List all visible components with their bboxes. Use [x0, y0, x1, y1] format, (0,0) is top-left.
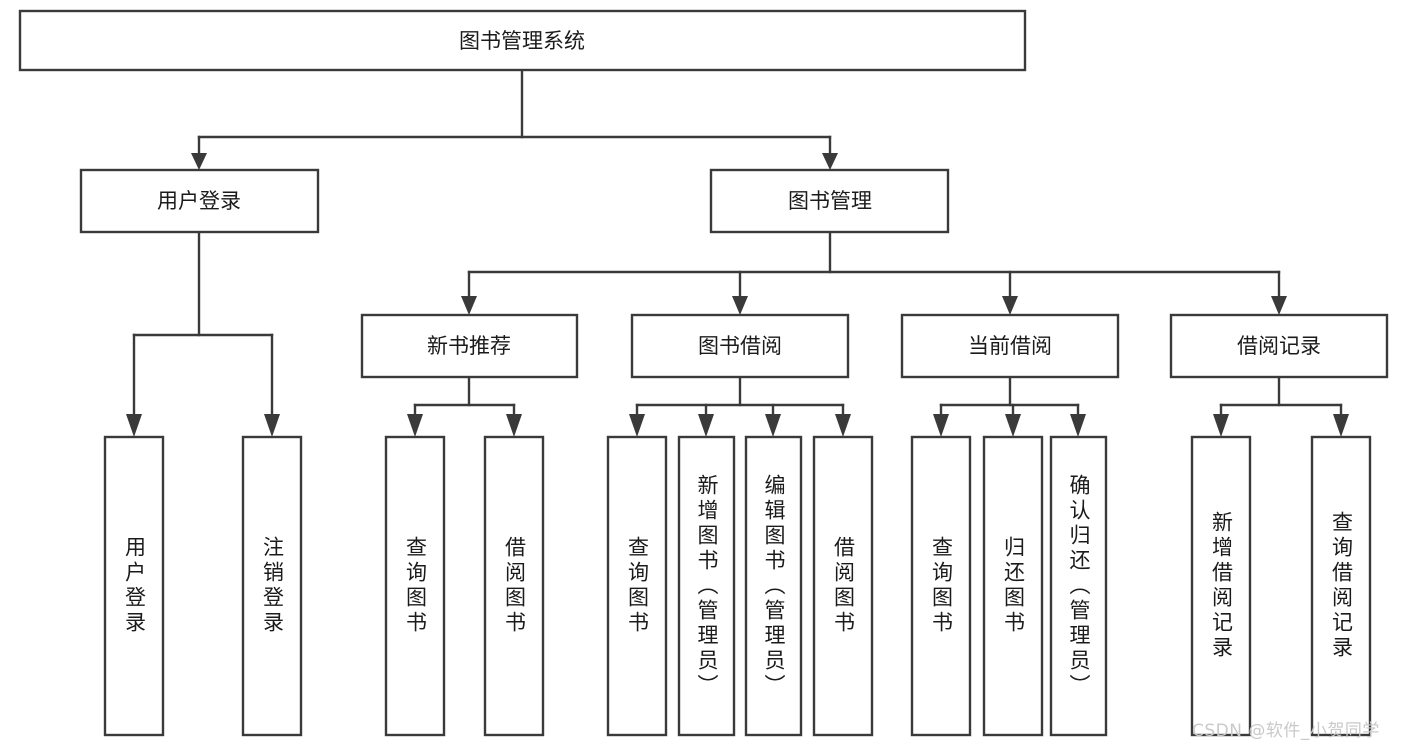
node-borrow-record-label: 借阅记录	[1237, 334, 1321, 358]
arrow-head-leaf-borrow-book-bw	[835, 414, 851, 437]
node-new-book-rec[interactable]: 新书推荐	[360, 313, 579, 379]
leaf-return-book-box[interactable]	[982, 435, 1044, 737]
leaf-query-book-cb-box[interactable]	[910, 435, 972, 737]
node-user-login-label: 用户登录	[157, 189, 241, 213]
node-user-login-box[interactable]	[79, 168, 320, 234]
node-current-borrow-label: 当前借阅	[968, 334, 1052, 358]
node-current-borrow[interactable]: 当前借阅	[900, 313, 1120, 379]
watermark: CSDN @软件_小贺同学	[1192, 721, 1380, 741]
leaf-query-borrow-rec-box[interactable]	[1310, 435, 1372, 737]
leaf-confirm-return-box[interactable]	[1049, 435, 1108, 737]
leaf-query-book-rec-box[interactable]	[384, 435, 446, 737]
node-root-label: 图书管理系统	[459, 29, 585, 53]
node-book-manage[interactable]: 图书管理	[709, 168, 950, 234]
arrow-head-book-manage	[822, 153, 838, 170]
node-new-book-rec-label: 新书推荐	[427, 334, 511, 358]
arrow-head-leaf-confirm-return	[1070, 414, 1086, 437]
node-book-borrow[interactable]: 图书借阅	[630, 313, 850, 379]
arrow-head-user-login	[191, 153, 207, 170]
arrow-head-leaf-borrow-book-rec	[506, 414, 522, 437]
node-book-borrow-label: 图书借阅	[698, 334, 782, 358]
leaf-rects-group	[103, 435, 1372, 737]
connectors-group	[126, 68, 1349, 437]
node-root[interactable]: 图书管理系统	[18, 9, 1027, 72]
leaf-query-book-bw-box[interactable]	[606, 435, 668, 737]
arrow-head-leaf-query-book-cb	[933, 414, 949, 437]
arrow-head-current-borrow	[1002, 296, 1018, 315]
arrow-head-leaf-query-book-rec	[407, 414, 423, 437]
node-root-box[interactable]	[18, 9, 1027, 72]
leaf-borrow-book-rec-box[interactable]	[483, 435, 545, 737]
leaf-edit-book-admin-box[interactable]	[744, 435, 803, 737]
node-borrow-record[interactable]: 借阅记录	[1169, 313, 1389, 379]
node-book-manage-label: 图书管理	[788, 189, 872, 213]
arrow-head-new-book-rec	[461, 296, 477, 315]
node-new-book-rec-box[interactable]	[360, 313, 579, 379]
node-user-login[interactable]: 用户登录	[79, 168, 320, 234]
leaf-add-borrow-rec-box[interactable]	[1190, 435, 1252, 737]
arrow-head-leaf-add-borrow-rec	[1213, 414, 1229, 437]
arrow-head-leaf-return-book	[1005, 414, 1021, 437]
arrow-head-borrow-record	[1271, 296, 1287, 315]
arrow-head-leaf-add-book-admin	[698, 414, 714, 437]
leaf-user-login-box[interactable]	[103, 435, 165, 737]
node-book-borrow-box[interactable]	[630, 313, 850, 379]
leaf-borrow-book-bw-box[interactable]	[812, 435, 874, 737]
arrow-head-leaf-edit-book-admin	[765, 414, 781, 437]
node-book-manage-box[interactable]	[709, 168, 950, 234]
arrow-head-book-borrow	[732, 296, 748, 315]
arrow-head-leaf-query-book-bw	[629, 414, 645, 437]
arrow-head-leaf-logout-login	[264, 414, 280, 437]
leaf-logout-login-box[interactable]	[241, 435, 303, 737]
arrow-head-leaf-query-borrow-rec	[1333, 414, 1349, 437]
leaf-add-book-admin-box[interactable]	[677, 435, 736, 737]
arrow-head-leaf-user-login	[126, 414, 142, 437]
node-current-borrow-box[interactable]	[900, 313, 1120, 379]
node-borrow-record-box[interactable]	[1169, 313, 1389, 379]
